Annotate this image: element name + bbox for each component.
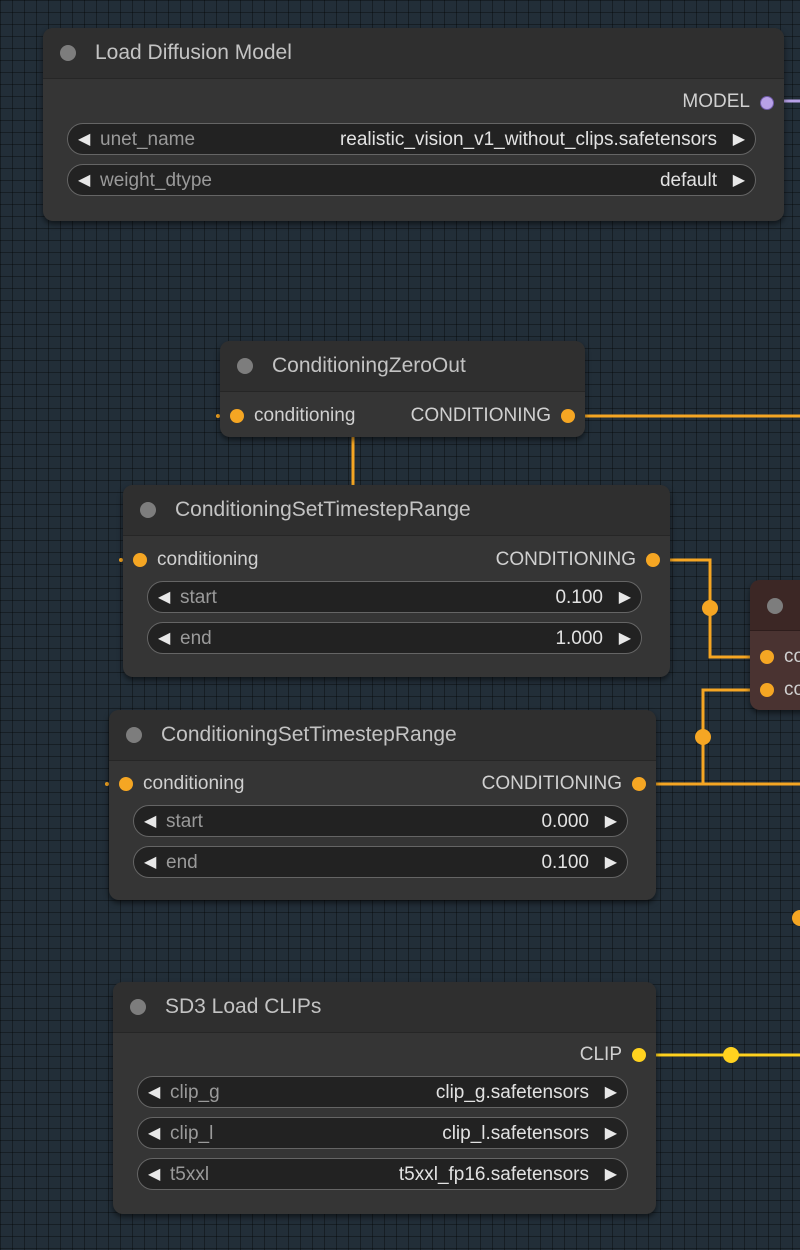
- input-label: co: [784, 679, 800, 700]
- widget-name: unet_name: [100, 129, 196, 150]
- node-title-bar[interactable]: SD3 Load CLIPs: [113, 982, 656, 1033]
- increment-arrow-icon[interactable]: ▶: [732, 131, 745, 148]
- conditioning-zero-out-node[interactable]: ConditioningZeroOut conditioning CONDITI…: [220, 341, 585, 437]
- widget-value: clip_g.safetensors: [435, 1082, 589, 1103]
- unet-name-combo[interactable]: ◀ unet_name realistic_vision_v1_without_…: [67, 123, 756, 155]
- widget-value: 0.100: [555, 587, 603, 608]
- conditioning-output-slot-dot[interactable]: [561, 409, 575, 423]
- widget-value: 0.000: [541, 811, 589, 832]
- weight-dtype-combo[interactable]: ◀ weight_dtype default ▶: [67, 164, 756, 196]
- increment-arrow-icon[interactable]: ▶: [604, 813, 617, 830]
- node-title: ConditioningZeroOut: [272, 354, 466, 377]
- wire-reroute-dot: [702, 600, 718, 616]
- widget-name: weight_dtype: [100, 170, 212, 191]
- collapse-toggle-dot[interactable]: [767, 598, 783, 614]
- widget-name: start: [180, 587, 217, 608]
- decrement-arrow-icon[interactable]: ◀: [158, 630, 171, 647]
- increment-arrow-icon[interactable]: ▶: [732, 172, 745, 189]
- sd3-load-clips-node[interactable]: SD3 Load CLIPs CLIP ◀ clip_g clip_g.safe…: [113, 982, 656, 1214]
- conditioning-input-slot-dot[interactable]: [760, 683, 774, 697]
- collapse-toggle-dot[interactable]: [126, 727, 142, 743]
- decrement-arrow-icon[interactable]: ◀: [78, 172, 91, 189]
- offscreen-slot-dot: [792, 910, 800, 926]
- output-slot-row: MODEL: [43, 87, 784, 117]
- output-label: CONDITIONING: [410, 405, 551, 426]
- decrement-arrow-icon[interactable]: ◀: [148, 1084, 161, 1101]
- clip-output-slot-dot[interactable]: [632, 1048, 646, 1062]
- timestep-1-output-wire: [660, 558, 760, 659]
- wire-reroute-dot: [695, 729, 711, 745]
- node-title: ConditioningSetTimestepRange: [161, 723, 457, 746]
- input-label: conditioning: [143, 773, 245, 794]
- load-diffusion-model-node[interactable]: Load Diffusion Model MODEL ◀ unet_name r…: [43, 28, 784, 221]
- widget-name: clip_g: [170, 1082, 220, 1103]
- t5xxl-combo[interactable]: ◀ t5xxl t5xxl_fp16.safetensors ▶: [137, 1158, 628, 1190]
- widget-value: realistic_vision_v1_without_clips.safete…: [339, 129, 717, 150]
- conditioning-input-slot-dot[interactable]: [230, 409, 244, 423]
- conditioning-input-slot-dot[interactable]: [119, 777, 133, 791]
- output-slot-row: CLIP: [113, 1040, 656, 1070]
- widget-value: 1.000: [555, 628, 603, 649]
- conditioning-input-slot-dot[interactable]: [133, 553, 147, 567]
- output-label: MODEL: [682, 91, 750, 112]
- decrement-arrow-icon[interactable]: ◀: [158, 589, 171, 606]
- input-label: conditioning: [254, 405, 356, 426]
- start-number-widget[interactable]: ◀ start 0.100 ▶: [147, 581, 642, 613]
- partial-conditioning-combine-node[interactable]: co co: [750, 580, 800, 710]
- widget-name: end: [166, 852, 198, 873]
- decrement-arrow-icon[interactable]: ◀: [144, 854, 157, 871]
- node-title-bar[interactable]: ConditioningZeroOut: [220, 341, 585, 392]
- widget-name: t5xxl: [170, 1164, 210, 1185]
- clip-l-combo[interactable]: ◀ clip_l clip_l.safetensors ▶: [137, 1117, 628, 1149]
- clip-g-combo[interactable]: ◀ clip_g clip_g.safetensors ▶: [137, 1076, 628, 1108]
- conditioning-output-slot-dot[interactable]: [632, 777, 646, 791]
- node-title: ConditioningSetTimestepRange: [175, 498, 471, 521]
- conditioning-set-timestep-range-node[interactable]: ConditioningSetTimestepRange conditionin…: [109, 710, 656, 900]
- node-title-bar[interactable]: ConditioningSetTimestepRange: [109, 710, 656, 761]
- increment-arrow-icon[interactable]: ▶: [618, 630, 631, 647]
- widget-value: clip_l.safetensors: [442, 1123, 589, 1144]
- decrement-arrow-icon[interactable]: ◀: [148, 1166, 161, 1183]
- input-label: co: [784, 646, 800, 667]
- increment-arrow-icon[interactable]: ▶: [604, 1084, 617, 1101]
- slot-row: conditioning CONDITIONING: [220, 401, 585, 431]
- input-label: conditioning: [157, 549, 259, 570]
- wire-reroute-dot: [723, 1047, 739, 1063]
- decrement-arrow-icon[interactable]: ◀: [144, 813, 157, 830]
- increment-arrow-icon[interactable]: ▶: [604, 1125, 617, 1142]
- widget-name: end: [180, 628, 212, 649]
- conditioning-output-slot-dot[interactable]: [646, 553, 660, 567]
- node-title-bar[interactable]: Load Diffusion Model: [43, 28, 784, 79]
- decrement-arrow-icon[interactable]: ◀: [148, 1125, 161, 1142]
- model-output-slot-dot[interactable]: [760, 96, 774, 110]
- widget-value: 0.100: [541, 852, 589, 873]
- widget-name: start: [166, 811, 203, 832]
- node-title-bar[interactable]: [750, 580, 800, 631]
- start-number-widget[interactable]: ◀ start 0.000 ▶: [133, 805, 628, 837]
- end-number-widget[interactable]: ◀ end 0.100 ▶: [133, 846, 628, 878]
- end-number-widget[interactable]: ◀ end 1.000 ▶: [147, 622, 642, 654]
- collapse-toggle-dot[interactable]: [237, 358, 253, 374]
- output-label: CONDITIONING: [495, 549, 636, 570]
- widget-value: t5xxl_fp16.safetensors: [398, 1164, 589, 1185]
- collapse-toggle-dot[interactable]: [140, 502, 156, 518]
- node-title: Load Diffusion Model: [95, 41, 292, 64]
- output-label: CONDITIONING: [481, 773, 622, 794]
- increment-arrow-icon[interactable]: ▶: [618, 589, 631, 606]
- output-label: CLIP: [579, 1044, 622, 1065]
- collapse-toggle-dot[interactable]: [60, 45, 76, 61]
- widget-name: clip_l: [170, 1123, 214, 1144]
- increment-arrow-icon[interactable]: ▶: [604, 1166, 617, 1183]
- collapse-toggle-dot[interactable]: [130, 999, 146, 1015]
- conditioning-set-timestep-range-node[interactable]: ConditioningSetTimestepRange conditionin…: [123, 485, 670, 677]
- slot-row: conditioning CONDITIONING: [123, 545, 670, 575]
- increment-arrow-icon[interactable]: ▶: [604, 854, 617, 871]
- decrement-arrow-icon[interactable]: ◀: [78, 131, 91, 148]
- slot-row: conditioning CONDITIONING: [109, 769, 656, 799]
- node-title-bar[interactable]: ConditioningSetTimestepRange: [123, 485, 670, 536]
- node-title: SD3 Load CLIPs: [165, 995, 322, 1018]
- conditioning-input-slot-dot[interactable]: [760, 650, 774, 664]
- widget-value: default: [659, 170, 717, 191]
